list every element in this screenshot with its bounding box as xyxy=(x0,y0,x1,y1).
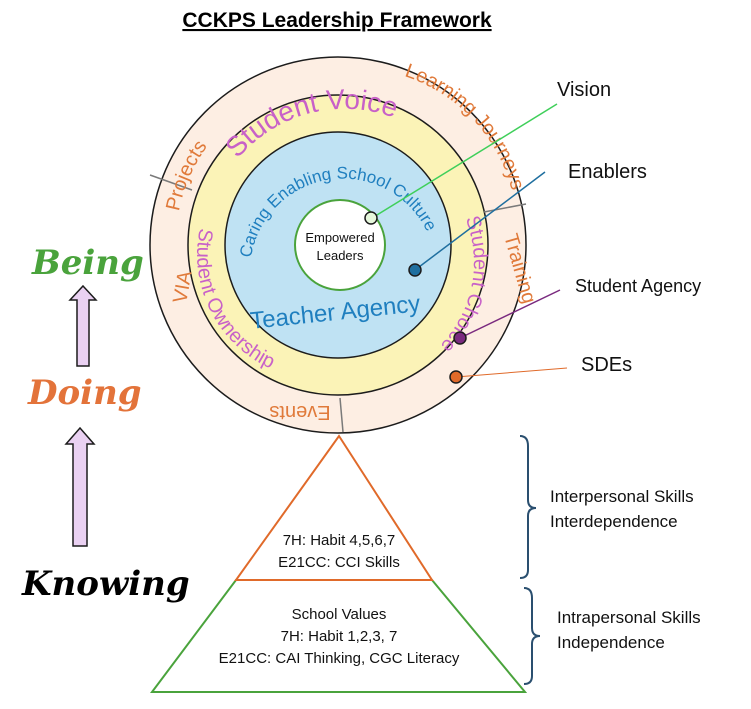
enablers-marker xyxy=(408,263,422,277)
divider-bottom xyxy=(339,397,344,433)
center-label-line2: Leaders xyxy=(317,248,364,263)
pyramid: 7H: Habit 4,5,6,7 E21CC: CCI Skills Scho… xyxy=(150,434,528,693)
bracket-lower-line2: Independence xyxy=(557,633,665,652)
callout-student-agency: Student Agency xyxy=(575,276,701,296)
vision-connector xyxy=(371,103,558,219)
bracket-lower-line1: Intrapersonal Skills xyxy=(557,608,701,627)
divider-right xyxy=(483,203,527,213)
divider-left xyxy=(149,174,193,191)
bracket-upper xyxy=(519,435,537,579)
pyramid-top-tier xyxy=(234,434,434,581)
pyramid-bottom-line2: 7H: Habit 1,2,3, 7 xyxy=(281,628,398,645)
callout-vision: Vision xyxy=(557,79,611,101)
level-doing: Doing xyxy=(27,373,142,413)
pyramid-bottom-line3: E21CC: CAI Thinking, CGC Literacy xyxy=(219,650,460,667)
level-knowing: Knowing xyxy=(21,564,190,604)
callout-sdes: SDEs xyxy=(581,354,632,376)
pyramid-bottom-line1: School Values xyxy=(292,606,387,623)
callout-enablers: Enablers xyxy=(568,161,647,183)
bracket-upper-line2: Interdependence xyxy=(550,512,678,531)
brackets: Interpersonal Skills Interdependence Int… xyxy=(519,435,701,685)
sdes-marker xyxy=(449,370,463,384)
pyramid-top-line1: 7H: Habit 4,5,6,7 xyxy=(283,532,396,549)
pyramid-top-line2: E21CC: CCI Skills xyxy=(278,554,400,571)
page-title: CCKPS Leadership Framework xyxy=(182,9,492,32)
levels: Being Doing Knowing xyxy=(21,243,190,604)
enablers-connector xyxy=(414,171,546,271)
callouts: Vision Enablers Student Agency SDEs xyxy=(364,79,701,384)
arrow-up-lower xyxy=(64,426,96,547)
center-circle xyxy=(294,199,386,291)
vision-marker xyxy=(364,211,378,225)
student-agency-marker xyxy=(453,331,467,345)
student-agency-connector xyxy=(459,289,561,339)
arrow-up-upper xyxy=(68,284,98,367)
framework-circle: Projects Learning Journeys Training VIA … xyxy=(149,56,540,434)
level-being: Being xyxy=(31,243,144,283)
sdes-connector xyxy=(455,367,568,378)
bracket-lower xyxy=(523,587,541,685)
bracket-upper-line1: Interpersonal Skills xyxy=(550,487,694,506)
center-label-line1: Empowered xyxy=(305,230,374,245)
outer-label-events: Events xyxy=(269,401,330,423)
